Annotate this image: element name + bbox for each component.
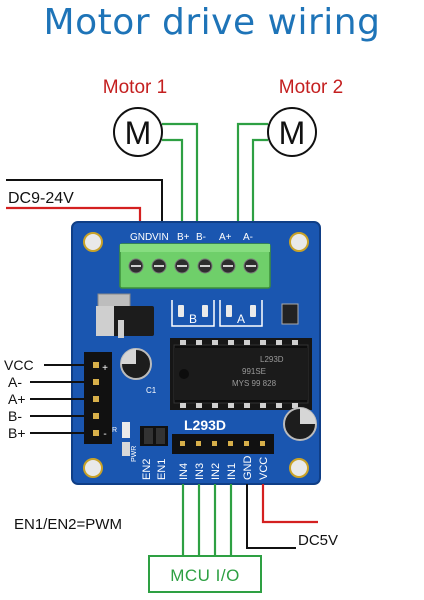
bottom-pin-header xyxy=(172,434,274,454)
header-label-en1: EN1 xyxy=(156,459,168,480)
pin-label-a-minus: A- xyxy=(8,374,22,390)
pwr-label: PWR xyxy=(131,446,138,462)
mcu-io-label: MCU I/O xyxy=(170,566,240,585)
ic-socket xyxy=(170,338,312,410)
header-label-in2: IN2 xyxy=(210,463,222,480)
bracket-a-label: A xyxy=(237,312,245,326)
pin-label-b-plus: B+ xyxy=(8,425,26,441)
diagram-title: Motor drive wiring xyxy=(43,2,381,43)
motor-1-wire-a xyxy=(162,122,199,226)
mcu-wires xyxy=(181,484,233,556)
mcu-io-box xyxy=(148,555,262,593)
header-label-gnd: GND xyxy=(242,456,254,481)
motor-2-wire-b xyxy=(251,138,268,226)
mounting-holes xyxy=(83,232,309,478)
power-input-label: DC9-24V xyxy=(8,190,74,207)
header-label-in1: IN1 xyxy=(226,463,238,480)
pin-label-vcc: VCC xyxy=(4,357,34,373)
en-jumpers xyxy=(140,426,168,446)
terminal-label-a-minus: A- xyxy=(243,232,253,243)
chip-marking-1: L293D xyxy=(260,355,284,364)
motor-1-label: Motor 1 xyxy=(103,77,167,98)
terminal-label-gnd: GND xyxy=(130,232,152,243)
gnd-wire xyxy=(6,179,163,228)
pin-label-b-minus: B- xyxy=(8,408,22,424)
dc5v-label: DC5V xyxy=(298,532,338,549)
header-label-vcc: VCC xyxy=(258,457,270,480)
smd-components xyxy=(178,305,256,317)
terminal-labels: GND VIN B+ B- A+ A- xyxy=(130,232,253,243)
header-label-in3: IN3 xyxy=(194,463,206,480)
bottom-header-labels: EN2 EN1 IN4 IN3 IN2 IN1 GND VCC xyxy=(141,456,270,481)
terminal-label-a-plus: A+ xyxy=(219,232,232,243)
motor-1-symbol: M xyxy=(113,107,163,157)
header-label-en2: EN2 xyxy=(141,459,153,480)
motor-wires xyxy=(162,122,268,226)
resistor-array xyxy=(281,303,299,325)
output-brackets xyxy=(171,300,263,327)
left-pin-labels: VCC A- A+ B- B+ xyxy=(4,357,34,441)
motor-2-m: M xyxy=(279,115,306,151)
terminal-label-b-plus: B+ xyxy=(177,232,190,243)
capacitor-c1 xyxy=(120,348,152,380)
motor-1-wire-b xyxy=(162,138,184,226)
terminal-label-b-minus: B- xyxy=(196,232,206,243)
motor-2-label: Motor 2 xyxy=(279,77,343,98)
motor-2-symbol: M xyxy=(267,107,317,157)
en-pwm-note: EN1/EN2=PWM xyxy=(14,516,122,533)
chip-label: L293D xyxy=(184,417,226,433)
screw-terminal-block xyxy=(119,243,271,289)
chip-marking-2: 991SE xyxy=(242,367,266,376)
c1-label: C1 xyxy=(146,386,157,395)
r-label: R xyxy=(112,427,117,434)
bracket-b-label: B xyxy=(189,312,197,326)
power-led xyxy=(122,422,130,456)
left-pin-wires xyxy=(30,364,96,434)
motor-1-m: M xyxy=(125,115,152,151)
terminal-label-vin: VIN xyxy=(152,232,169,243)
voltage-regulator xyxy=(96,293,154,338)
svg-text:-: - xyxy=(103,429,106,440)
left-pins xyxy=(93,362,99,436)
capacitor-right xyxy=(283,407,317,441)
vcc-5v-wire xyxy=(261,484,318,524)
svg-text:+: + xyxy=(102,363,108,374)
header-label-in4: IN4 xyxy=(178,463,190,480)
gnd-5v-wire xyxy=(246,484,296,549)
chip-marking-3: MYS 99 828 xyxy=(232,379,277,388)
motor-2-wire-a xyxy=(236,122,268,226)
pin-label-a-plus: A+ xyxy=(8,391,26,407)
chip-marking: L293D 991SE MYS 99 828 xyxy=(232,355,284,388)
